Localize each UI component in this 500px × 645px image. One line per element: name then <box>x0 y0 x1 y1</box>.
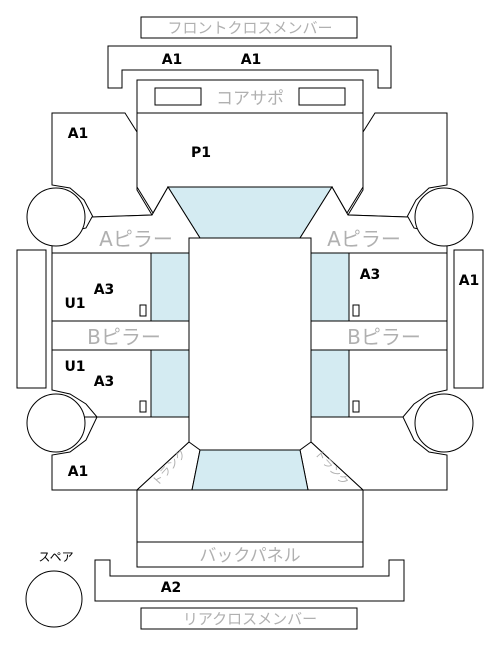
spare-label: スペア <box>38 550 73 564</box>
front-cross-member-label: フロントクロスメンバー <box>167 19 332 37</box>
left-rear-window <box>150 349 190 418</box>
core-support-right-slot <box>298 87 346 106</box>
code-hood: P1 <box>191 145 211 161</box>
b-pillar-right-label: Bピラー <box>347 325 421 349</box>
rear-cross-member-box[interactable] <box>140 607 358 630</box>
roof-panel[interactable] <box>188 237 312 451</box>
rear-left-quarter[interactable] <box>51 416 190 491</box>
rear-member-bracket[interactable] <box>94 559 405 602</box>
left-side-sill[interactable] <box>16 249 47 389</box>
code-left-rear-door-u: U1 <box>64 359 85 375</box>
code-rear-member: A2 <box>161 580 182 596</box>
core-support-label: コアサポ <box>216 89 284 109</box>
rear-window <box>191 449 309 491</box>
code-left-rear-door: A3 <box>94 374 115 390</box>
wheel-front-right[interactable] <box>414 187 474 247</box>
code-right-front-door: A3 <box>360 267 381 283</box>
code-right-door-panel: A1 <box>459 273 480 289</box>
rear-cross-member-label: リアクロスメンバー <box>183 610 317 628</box>
wheel-rear-left[interactable] <box>26 393 86 453</box>
back-panel-box[interactable] <box>136 541 364 568</box>
trunk-lid[interactable] <box>136 489 364 543</box>
front-member-bracket[interactable] <box>107 45 392 89</box>
wheel-front-left[interactable] <box>26 187 86 247</box>
core-support-left-slot <box>154 87 202 106</box>
code-left-front-door-u: U1 <box>64 296 85 312</box>
front-cross-member-box[interactable] <box>140 16 358 39</box>
b-pillar-left-label: Bピラー <box>87 325 161 349</box>
wheel-rear-right[interactable] <box>414 393 474 453</box>
right-front-window <box>310 252 350 322</box>
code-front-left-fender: A1 <box>68 126 89 142</box>
right-side-sill[interactable] <box>453 249 484 389</box>
core-support-box[interactable] <box>136 79 364 114</box>
door-handle-left-rear <box>139 400 147 413</box>
right-rear-window <box>310 349 350 418</box>
door-handle-right-front <box>352 304 360 317</box>
code-left-front-door: A3 <box>94 282 115 298</box>
code-front-member-right: A1 <box>241 52 262 68</box>
left-front-window <box>150 252 190 322</box>
a-pillar-right-label: Aピラー <box>327 227 401 251</box>
spare-wheel[interactable] <box>25 570 83 628</box>
code-front-member-left: A1 <box>162 52 183 68</box>
back-panel-label: バックパネル <box>199 546 300 566</box>
front-right-fender[interactable] <box>347 112 448 218</box>
door-handle-left-front <box>139 304 147 317</box>
a-pillar-left-label: Aピラー <box>99 227 173 251</box>
door-handle-right-rear <box>352 400 360 413</box>
code-rear-left-quarter: A1 <box>68 464 89 480</box>
